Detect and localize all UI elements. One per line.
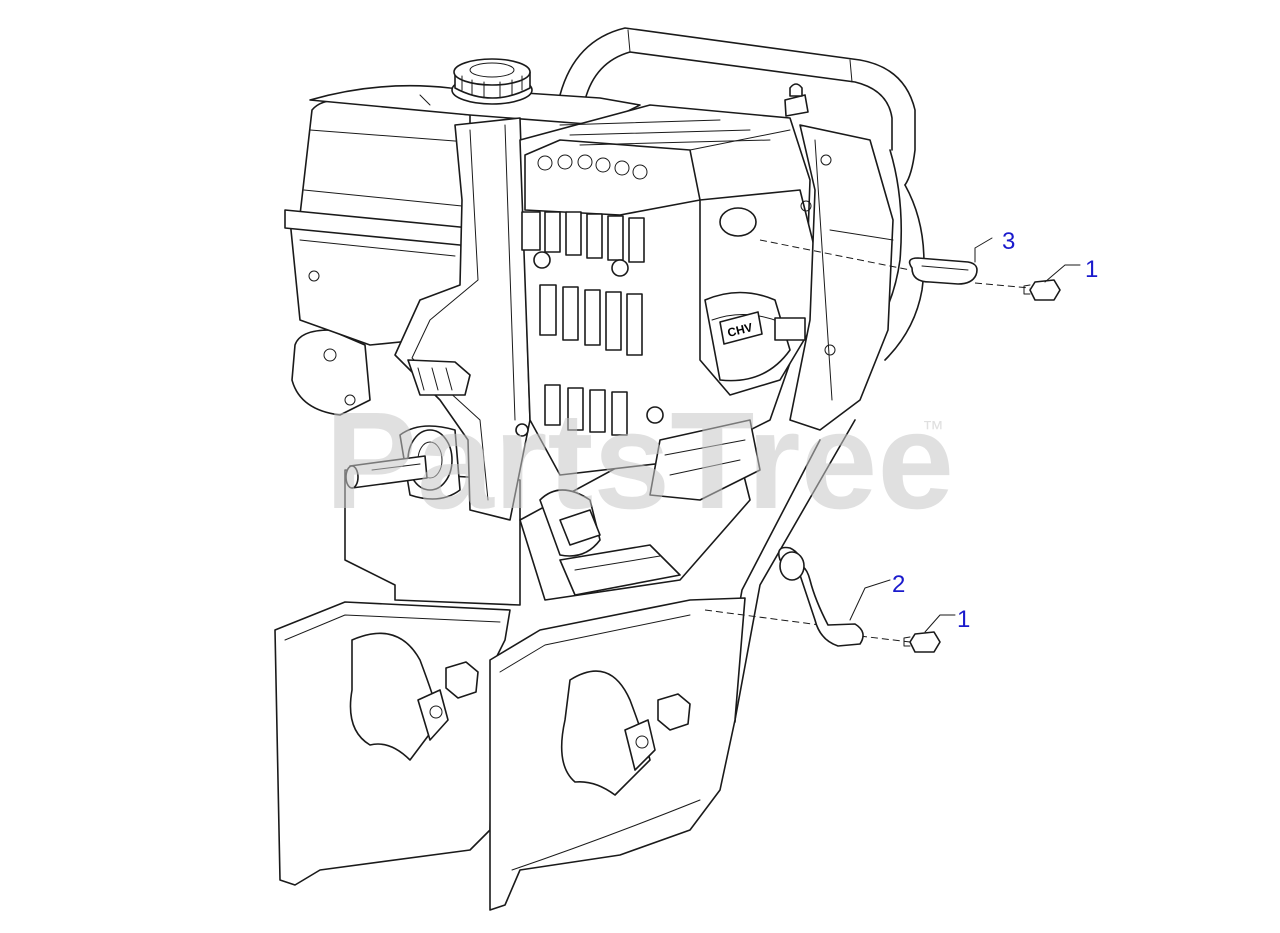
hardware-lower xyxy=(704,546,941,653)
watermark-trademark: ™ xyxy=(922,416,944,441)
callout-2-label: 2 xyxy=(892,571,905,598)
fuel-cap xyxy=(451,58,533,105)
callout-2[interactable]: 2 xyxy=(849,571,905,621)
hardware-upper xyxy=(759,239,1061,301)
blower-housing xyxy=(784,83,894,431)
left-side-plate xyxy=(274,601,511,886)
crankshaft xyxy=(345,455,428,489)
watermark: PartsTree ™ xyxy=(325,384,954,538)
muffler-area xyxy=(559,419,761,546)
callout-1-upper-label: 1 xyxy=(1085,256,1098,283)
callout-1-upper[interactable]: 1 xyxy=(1044,256,1098,283)
engine-bracket xyxy=(394,117,531,521)
engine-badge-text: CHV xyxy=(726,320,754,340)
watermark-text: PartsTree xyxy=(325,384,954,538)
right-side-plate xyxy=(489,597,746,911)
recoil-cover xyxy=(291,329,461,500)
callout-1-lower-label: 1 xyxy=(957,606,970,633)
callout-3-label: 3 xyxy=(1002,228,1015,255)
callout-3[interactable]: 3 xyxy=(974,228,1015,263)
callout-1-lower[interactable]: 1 xyxy=(924,606,970,633)
cooling-fins xyxy=(515,211,664,437)
engine-badge: CHV xyxy=(719,311,763,345)
